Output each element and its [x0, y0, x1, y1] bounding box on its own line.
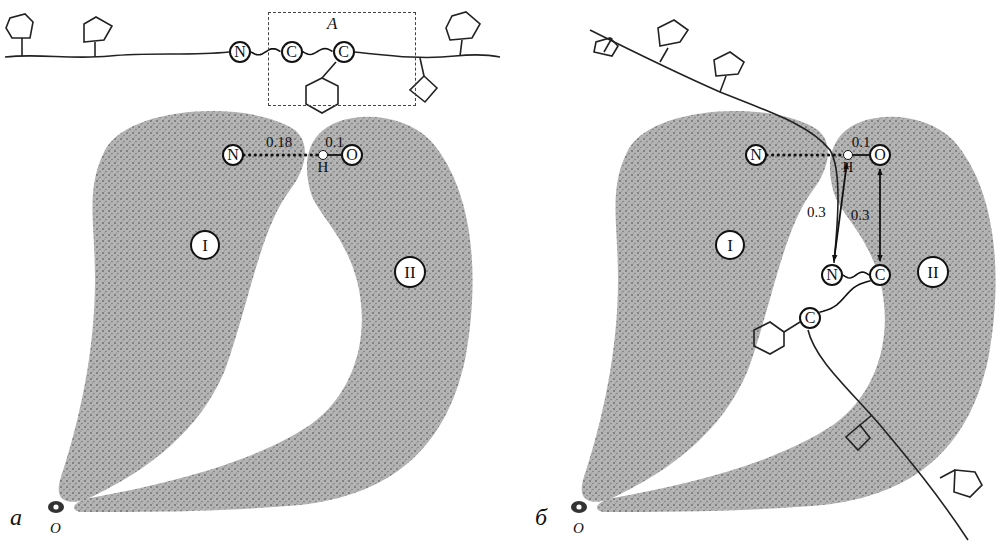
- atom-label: N: [750, 147, 762, 163]
- fragment-frame: ACC: [268, 12, 416, 106]
- atom-label: C: [286, 44, 297, 60]
- atom-label: C: [875, 267, 886, 283]
- atom-circle: O: [869, 144, 891, 166]
- atom-circle: N: [222, 144, 244, 166]
- bond-line: [251, 49, 281, 55]
- distance-arrow: [834, 163, 847, 261]
- polypeptide-chain: [5, 12, 500, 113]
- atom-circle: C: [333, 41, 355, 63]
- hinge-label: O: [50, 521, 61, 536]
- bond-line: [853, 154, 869, 156]
- distance-value: 0.1: [325, 135, 344, 150]
- atom-label: N: [234, 44, 246, 60]
- distance-value: 0.3: [851, 208, 870, 223]
- distance-value: 0.1: [852, 135, 871, 150]
- hydrogen-bond: [767, 153, 843, 156]
- atom-label: O: [346, 147, 358, 163]
- atom-label: I: [202, 237, 208, 254]
- domain-number: II: [394, 256, 426, 288]
- atom-label: A: [327, 15, 337, 32]
- atom-circle: C: [281, 41, 303, 63]
- atom-label: O: [874, 147, 886, 163]
- distance-value: 0.18: [266, 135, 292, 150]
- hinge-label: O: [573, 521, 584, 536]
- atom-label: N: [826, 267, 838, 283]
- panel-letter: б: [535, 505, 547, 529]
- atom-circle: N: [821, 264, 843, 286]
- atom-label: C: [338, 44, 349, 60]
- atom-label: I: [727, 237, 733, 254]
- atom-circle: N: [229, 41, 251, 63]
- domain-number: I: [190, 230, 220, 260]
- distance-arrow: [879, 169, 881, 261]
- atom-label: II: [404, 264, 415, 281]
- bond-line: [843, 272, 869, 278]
- panel-letter: а: [10, 505, 22, 529]
- domain-number: I: [715, 230, 745, 260]
- atom-label: H: [318, 160, 329, 175]
- atom-circle: C: [799, 307, 821, 329]
- hydrogen-bond: [244, 153, 318, 156]
- hydrogen-atom: H: [318, 150, 328, 160]
- atom-label: N: [227, 147, 239, 163]
- bond-line: [328, 154, 341, 156]
- atom-label: H: [843, 160, 854, 175]
- bound-chain: [590, 20, 982, 540]
- enzyme-body: [571, 111, 996, 513]
- atom-circle: O: [341, 144, 363, 166]
- enzyme-body: [48, 111, 473, 513]
- atom-circle: N: [745, 144, 767, 166]
- atom-circle: C: [869, 264, 891, 286]
- bond-line: [819, 281, 870, 312]
- domain-number: II: [917, 256, 949, 288]
- distance-value: 0.3: [807, 205, 826, 220]
- hydrogen-atom: H: [843, 150, 853, 160]
- atom-label: II: [927, 264, 938, 281]
- atom-label: C: [805, 310, 816, 326]
- bond-line: [303, 49, 333, 55]
